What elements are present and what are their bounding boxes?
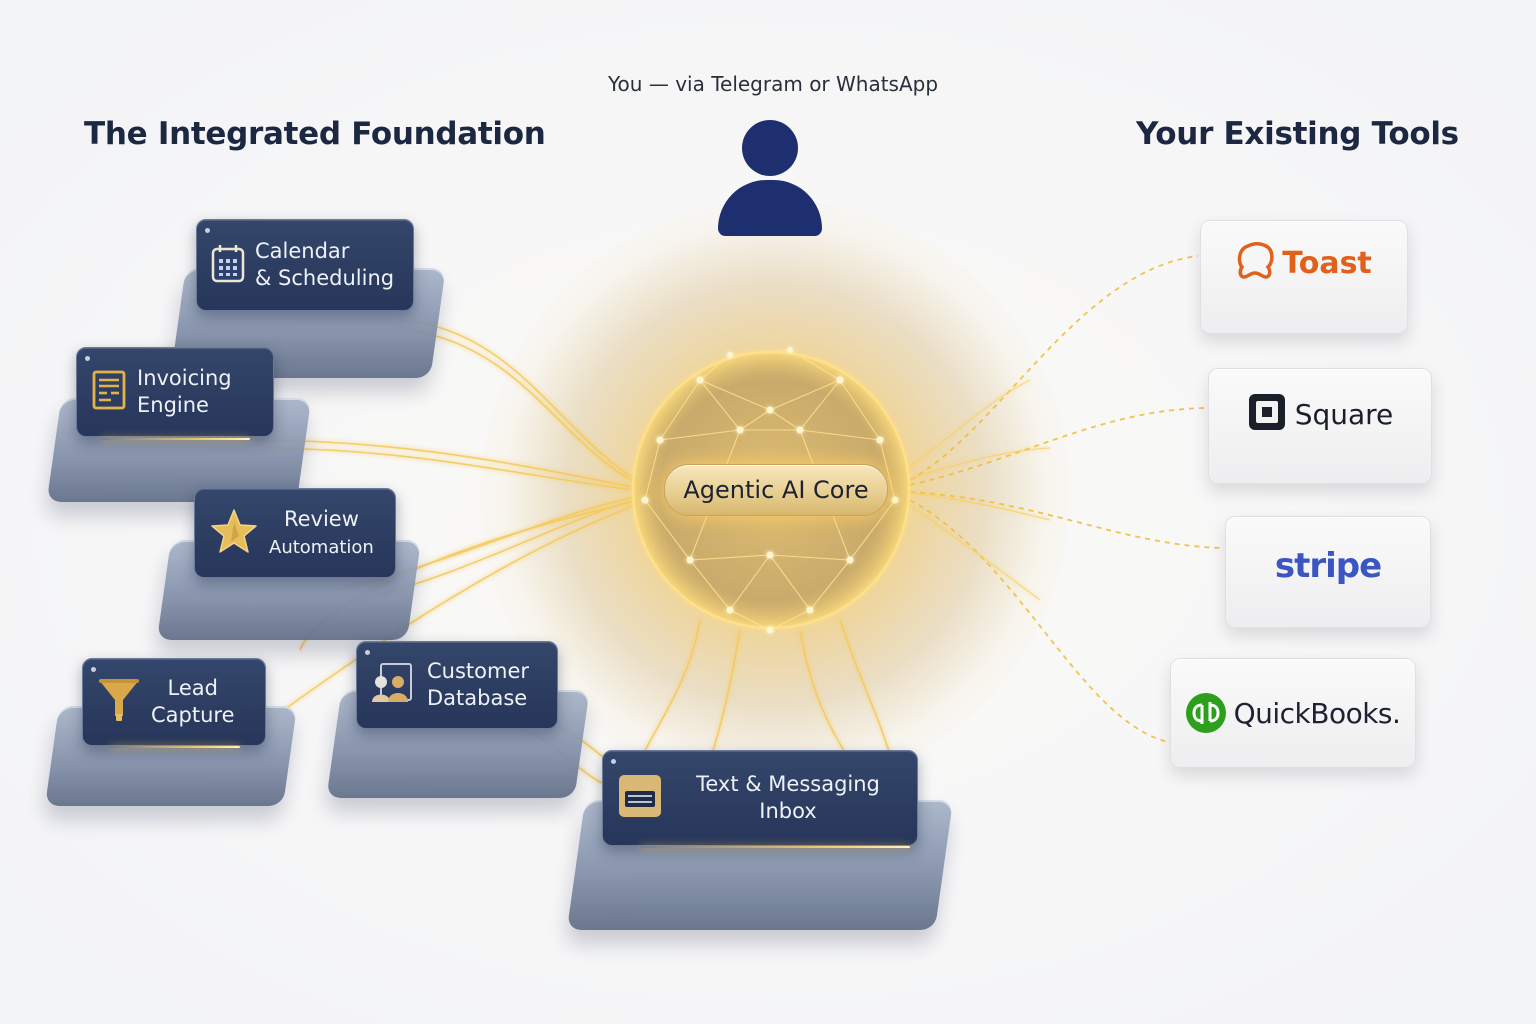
- module-label-line1: Lead: [167, 676, 218, 700]
- toast-logo-icon: [1236, 241, 1274, 285]
- status-dot: [91, 667, 96, 672]
- square-logo-icon: [1247, 392, 1287, 436]
- glow-accent: [640, 846, 910, 848]
- tool-quickbooks[interactable]: QuickBooks.: [1170, 658, 1416, 768]
- tool-toast[interactable]: Toast: [1200, 220, 1408, 334]
- module-calendar[interactable]: Calendar & Scheduling: [196, 219, 414, 311]
- right-section-title: Your Existing Tools: [1136, 116, 1459, 152]
- person-icon-head: [742, 120, 798, 176]
- tool-square[interactable]: Square: [1208, 368, 1432, 484]
- status-dot: [611, 759, 616, 764]
- module-label-line1: Text & Messaging: [696, 772, 880, 796]
- module-label-line1: Customer: [427, 659, 530, 683]
- message-icon: [617, 773, 663, 823]
- tool-label: stripe: [1274, 546, 1382, 586]
- customers-icon: [371, 660, 417, 710]
- user-avatar[interactable]: [718, 120, 822, 236]
- funnel-icon: [97, 676, 141, 728]
- calendar-icon: [211, 243, 245, 287]
- module-label-line2: Engine: [137, 393, 209, 417]
- status-dot: [365, 650, 370, 655]
- module-label-line1: Review: [283, 506, 359, 531]
- user-caption: You — via Telegram or WhatsApp: [608, 72, 939, 96]
- glow-accent: [110, 746, 240, 748]
- agentic-ai-core[interactable]: Agentic AI Core: [664, 464, 888, 516]
- module-label-line1: Invoicing: [137, 366, 232, 390]
- left-section-title: The Integrated Foundation: [84, 116, 546, 152]
- tool-label: QuickBooks.: [1233, 696, 1401, 730]
- status-dot: [205, 228, 210, 233]
- star-icon: [209, 508, 259, 558]
- person-icon: [718, 180, 822, 236]
- module-label-line1: Calendar: [255, 239, 350, 263]
- module-label-line2: Inbox: [759, 799, 817, 823]
- glow-accent: [100, 438, 250, 440]
- module-label-line2: & Scheduling: [255, 266, 395, 290]
- tool-stripe[interactable]: stripe: [1225, 516, 1431, 628]
- invoice-icon: [91, 369, 127, 415]
- tool-label: Square: [1294, 397, 1394, 431]
- quickbooks-logo-icon: [1185, 693, 1226, 733]
- tool-label: Toast: [1282, 245, 1372, 281]
- module-label-line2: Capture: [151, 703, 235, 727]
- module-label-line2: Database: [427, 686, 528, 710]
- status-dot: [85, 356, 90, 361]
- module-label-line2: Automation: [269, 536, 374, 558]
